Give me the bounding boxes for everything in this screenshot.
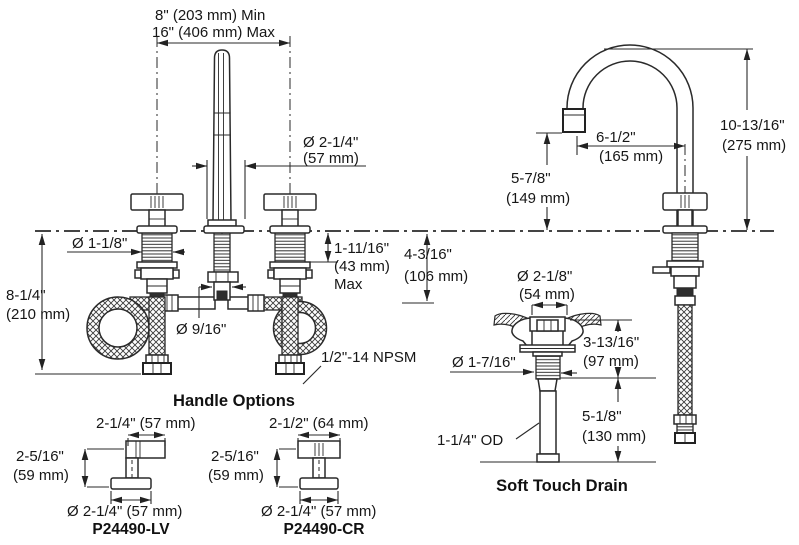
dim-lv-base: Ø 2-1/4" (57 mm) <box>67 503 182 520</box>
dim-spread-min: 8" (203 mm) Min <box>155 7 265 24</box>
dim-total-height-mm: (275 mm) <box>722 137 786 154</box>
dim-spout-dia-mm: (57 mm) <box>303 150 359 167</box>
dim-cr-width: 2-1/2" (64 mm) <box>269 415 369 432</box>
dim-cr-base: Ø 2-1/4" (57 mm) <box>261 503 376 520</box>
dim-reach: 6-1/2" <box>596 129 636 146</box>
dim-drain-body-dia: Ø 1-7/16" <box>452 354 516 371</box>
dim-drain-flange-dia: Ø 2-1/8" <box>517 268 572 285</box>
dim-deck-max-1: 1-11/16" <box>334 240 389 257</box>
dim-cr-height: 2-5/16" <box>211 448 259 465</box>
dim-outlet-dia: Ø 9/16" <box>176 321 226 338</box>
dim-drain-lower: 5-1/8" <box>582 408 622 425</box>
dim-total-height: 10-13/16" <box>720 117 785 134</box>
dim-drain-upper-mm: (97 mm) <box>583 353 639 370</box>
drain-drawing <box>493 312 602 463</box>
dimension-lines <box>35 39 753 504</box>
dim-drain-od: 1-1/4" OD <box>437 432 503 449</box>
dim-supply-thread: 1/2"-14 NPSM <box>321 349 416 366</box>
dim-deck-max-2: (43 mm) <box>334 258 390 275</box>
dim-lv-height-mm: (59 mm) <box>13 467 69 484</box>
dim-below-height-mm: (210 mm) <box>6 306 70 323</box>
handle-cr-drawing <box>297 440 341 490</box>
dim-below-height: 8-1/4" <box>6 287 46 304</box>
dim-outlet-height: 5-7/8" <box>511 170 551 187</box>
dim-deck-max-3: Max <box>334 276 363 293</box>
dim-deck-to-tee-mm: (106 mm) <box>404 268 468 285</box>
dim-cr-height-mm: (59 mm) <box>208 467 264 484</box>
side-view-faucet <box>562 44 708 444</box>
dim-outlet-height-mm: (149 mm) <box>506 190 570 207</box>
model-cr: P24490-CR <box>284 521 365 538</box>
dim-spout-dia: Ø 2-1/4" <box>303 134 358 151</box>
dimension-labels: 8" (203 mm) Min 16" (406 mm) Max Ø 2-1/4… <box>6 7 786 538</box>
dim-drain-flange-dia-mm: (54 mm) <box>519 286 575 303</box>
dim-spread-max: 16" (406 mm) Max <box>152 24 275 41</box>
handle-lv-drawing <box>110 440 166 490</box>
front-view-faucet <box>130 36 317 238</box>
dim-deck-to-tee: 4-3/16" <box>404 246 452 263</box>
dim-drain-upper: 3-13/16" <box>583 334 639 351</box>
dim-lv-height: 2-5/16" <box>16 448 64 465</box>
handle-options-title: Handle Options <box>173 392 295 410</box>
drain-title: Soft Touch Drain <box>496 477 628 495</box>
dim-lv-width: 2-1/4" (57 mm) <box>96 415 196 432</box>
dim-drain-lower-mm: (130 mm) <box>582 428 646 445</box>
dim-reach-mm: (165 mm) <box>599 148 663 165</box>
front-view-below-deck <box>86 232 328 375</box>
model-lv: P24490-LV <box>92 521 170 538</box>
dim-shank-dia: Ø 1-1/8" <box>72 235 127 252</box>
